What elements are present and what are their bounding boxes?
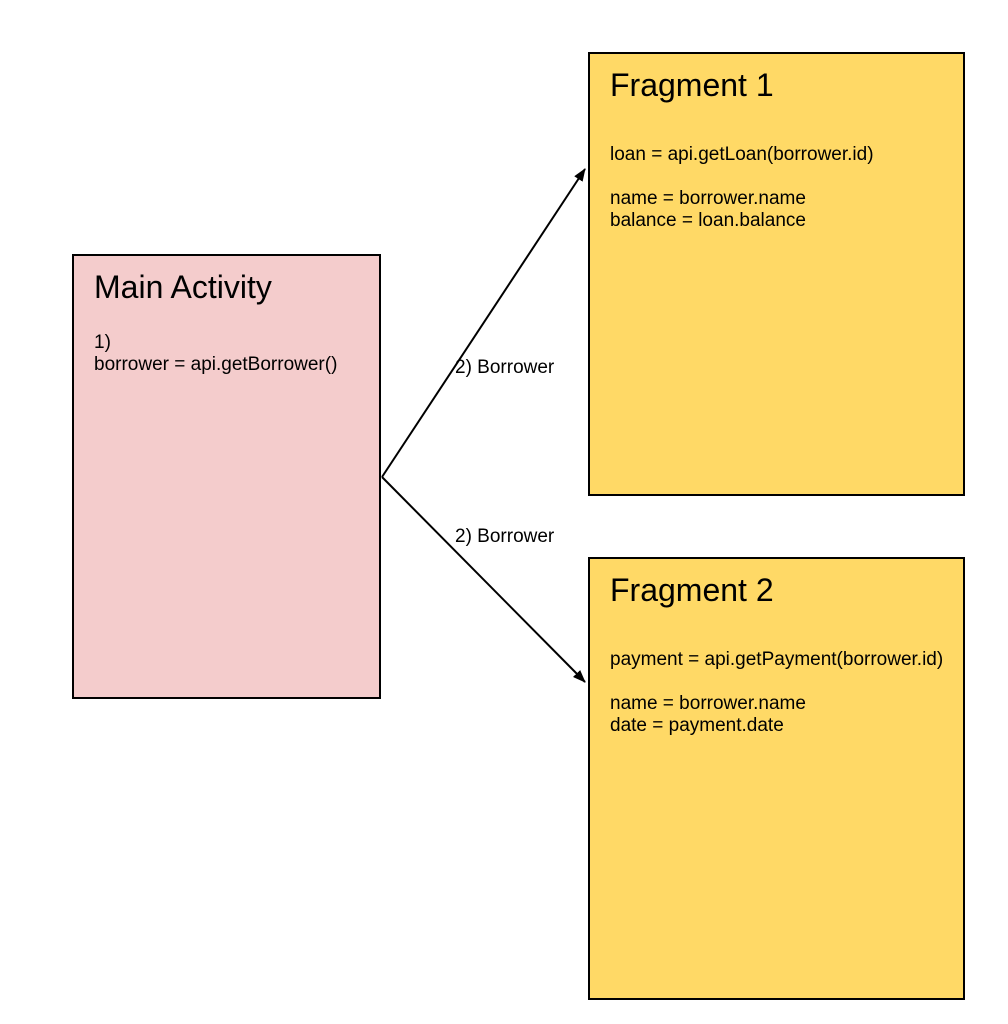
- node-fragment-2: Fragment 2 payment = api.getPayment(borr…: [588, 557, 965, 1000]
- node-body-fragment-2: payment = api.getPayment(borrower.id) na…: [610, 649, 943, 737]
- node-fragment-1: Fragment 1 loan = api.getLoan(borrower.i…: [588, 52, 965, 496]
- node-title-fragment-2: Fragment 2: [610, 572, 774, 608]
- edge-label-borrower-1: 2) Borrower: [455, 357, 555, 378]
- node-title-main-activity: Main Activity: [94, 269, 272, 305]
- node-body-fragment-1: loan = api.getLoan(borrower.id) name = b…: [610, 144, 874, 232]
- body-line: loan = api.getLoan(borrower.id): [610, 144, 874, 165]
- body-line: [610, 166, 874, 188]
- arrow-main-to-fragment2: [381, 476, 586, 683]
- node-title-fragment-1: Fragment 1: [610, 67, 774, 103]
- edge-label-borrower-2: 2) Borrower: [455, 526, 555, 547]
- body-line: balance = loan.balance: [610, 210, 806, 231]
- arrow-main-to-fragment1: [381, 168, 586, 478]
- body-line: name = borrower.name: [610, 693, 806, 714]
- body-line: payment = api.getPayment(borrower.id): [610, 649, 944, 670]
- body-line: [610, 671, 943, 693]
- body-line: name = borrower.name: [610, 188, 806, 209]
- body-line: date = payment.date: [610, 715, 784, 736]
- body-line: 1): [94, 332, 111, 353]
- node-body-main-activity: 1) borrower = api.getBorrower(): [94, 332, 337, 376]
- node-main-activity: Main Activity 1) borrower = api.getBorro…: [72, 254, 381, 699]
- body-line: borrower = api.getBorrower(): [94, 354, 338, 375]
